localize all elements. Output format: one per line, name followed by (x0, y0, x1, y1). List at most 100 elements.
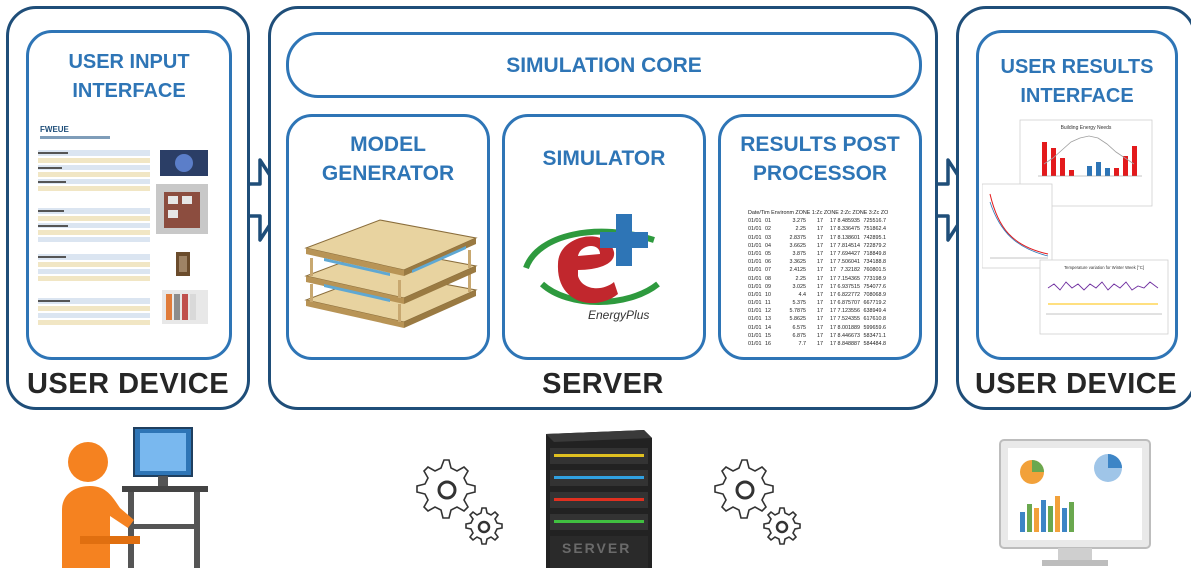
results-table-cell: 6.875 (792, 332, 807, 339)
results-table-cell: 6.875707 (837, 300, 860, 307)
results-table-cell: 17 (830, 259, 836, 266)
results-table-cell: 17 (817, 226, 823, 233)
simulation-core-title: SIMULATION CORE (506, 54, 702, 77)
results-table-cell: 01/01 (748, 341, 762, 347)
results-table-cell: 734188.8 (863, 259, 886, 266)
results-table-cell: 2.8375 (789, 234, 807, 241)
results-table-cell: 725516.7 (863, 218, 886, 225)
results-table-cell: 17 (817, 283, 823, 290)
svg-text:FWEUE: FWEUE (40, 125, 70, 134)
results-table-cell: 8.485935 (837, 218, 860, 225)
results-table-cell: 584484.8 (863, 341, 886, 347)
results-table-cell: 17 (817, 242, 823, 249)
simulation-core-box (286, 32, 922, 98)
results-table-cell: 01/01 (748, 332, 762, 339)
results-table-cell: 8.001889 (837, 324, 860, 331)
energyplus-logo (523, 214, 660, 305)
results-table-cell: 01/01 (748, 316, 762, 323)
results-table-cell: 01/01 (748, 267, 762, 274)
results-table-cell: 17 (830, 332, 836, 339)
results-table-cell: 17 (817, 275, 823, 282)
results-table-cell: 08 (765, 275, 771, 282)
results-table-cell: 17 (817, 234, 823, 241)
results-table-cell: 01/01 (748, 250, 762, 257)
results-table-cell: 17 (817, 308, 823, 315)
results-table: Date/Tim Environm ZONE 1:Zc ZONE 2:Zc ZO… (748, 209, 888, 348)
results-table-cell: 13 (765, 316, 771, 323)
results-table-cell: 5.7875 (789, 308, 807, 315)
results-table-cell: 02 (765, 226, 771, 233)
results-table-cell: 17 (830, 283, 836, 290)
gears-right-icon (714, 459, 801, 545)
results-table-cell: 742895.1 (863, 234, 886, 241)
results-table-cell: 17 (817, 324, 823, 331)
results-table-cell: 01/01 (748, 226, 762, 233)
results-table-cell: 7.814514 (837, 242, 860, 249)
server-tower-label: SERVER (562, 540, 632, 556)
results-table-header: Date/Tim Environm ZONE 1:Zc ZONE 2:Zc ZO… (748, 210, 888, 216)
results-table-cell: 7.154365 (837, 275, 860, 282)
results-table-cell: 718849.8 (863, 250, 886, 257)
results-table-cell: 5.8625 (789, 316, 807, 323)
results-table-cell: 09 (765, 283, 771, 290)
results-table-cell: 17 (830, 308, 836, 315)
results-table-cell: 2.25 (795, 226, 807, 233)
results-table-cell: 17 (830, 300, 836, 307)
model-generator-title: MODEL GENERATOR (321, 133, 455, 185)
results-table-cell: 17 (830, 267, 836, 274)
results-table-cell: 2.4125 (789, 267, 807, 274)
results-table-cell: 754077.6 (863, 283, 886, 290)
results-table-cell: 8.336475 (837, 226, 860, 233)
svg-text:Temperature variation for Wint: Temperature variation for Winter Week [°… (1064, 265, 1144, 270)
building-model-illustration (304, 219, 478, 328)
results-table-cell: 638949.4 (863, 308, 886, 315)
results-table-cell: 583471.1 (863, 332, 886, 339)
svg-text:Building Energy Needs: Building Energy Needs (1061, 125, 1112, 131)
results-table-cell: 01/01 (748, 234, 762, 241)
results-table-cell: 17 (830, 324, 836, 331)
results-table-cell: 751862.4 (863, 226, 886, 233)
results-table-cell: 8.446673 (837, 332, 860, 339)
results-table-cell: 01/01 (748, 291, 762, 298)
results-table-cell: 4.4 (798, 291, 807, 298)
results-table-cell: 07 (765, 267, 771, 274)
results-table-cell: 17 (817, 332, 823, 339)
results-table-cell: 17 (830, 250, 836, 257)
results-table-cell: 6.822772 (837, 291, 860, 298)
server-label: SERVER (542, 368, 664, 400)
results-table-cell: 708068.9 (863, 291, 886, 298)
results-table-cell: 760801.5 (863, 267, 886, 274)
results-table-cell: 10 (765, 291, 771, 298)
results-table-cell: 7.123556 (837, 308, 860, 315)
right-user-device-label: USER DEVICE (974, 368, 1178, 400)
user-results-interface-title: USER RESULTS INTERFACE (1000, 56, 1154, 107)
user-at-computer-icon (62, 427, 208, 568)
results-table-cell: 5.375 (792, 300, 807, 307)
results-table-cell: 17 (817, 341, 823, 347)
results-table-cell: 11 (765, 300, 771, 307)
results-table-cell: 17 (830, 242, 836, 249)
results-table-cell: 17 (830, 226, 836, 233)
simulator-title: SIMULATOR (542, 147, 666, 170)
results-table-cell: 01/01 (748, 275, 762, 282)
results-table-cell: 16 (765, 341, 771, 347)
results-table-cell: 3.025 (792, 283, 807, 290)
results-table-cell: 7.694427 (837, 250, 860, 257)
results-table-cell: 3.275 (792, 218, 807, 225)
results-table-cell: 7.506041 (837, 259, 860, 266)
server-tower-icon (546, 430, 652, 568)
